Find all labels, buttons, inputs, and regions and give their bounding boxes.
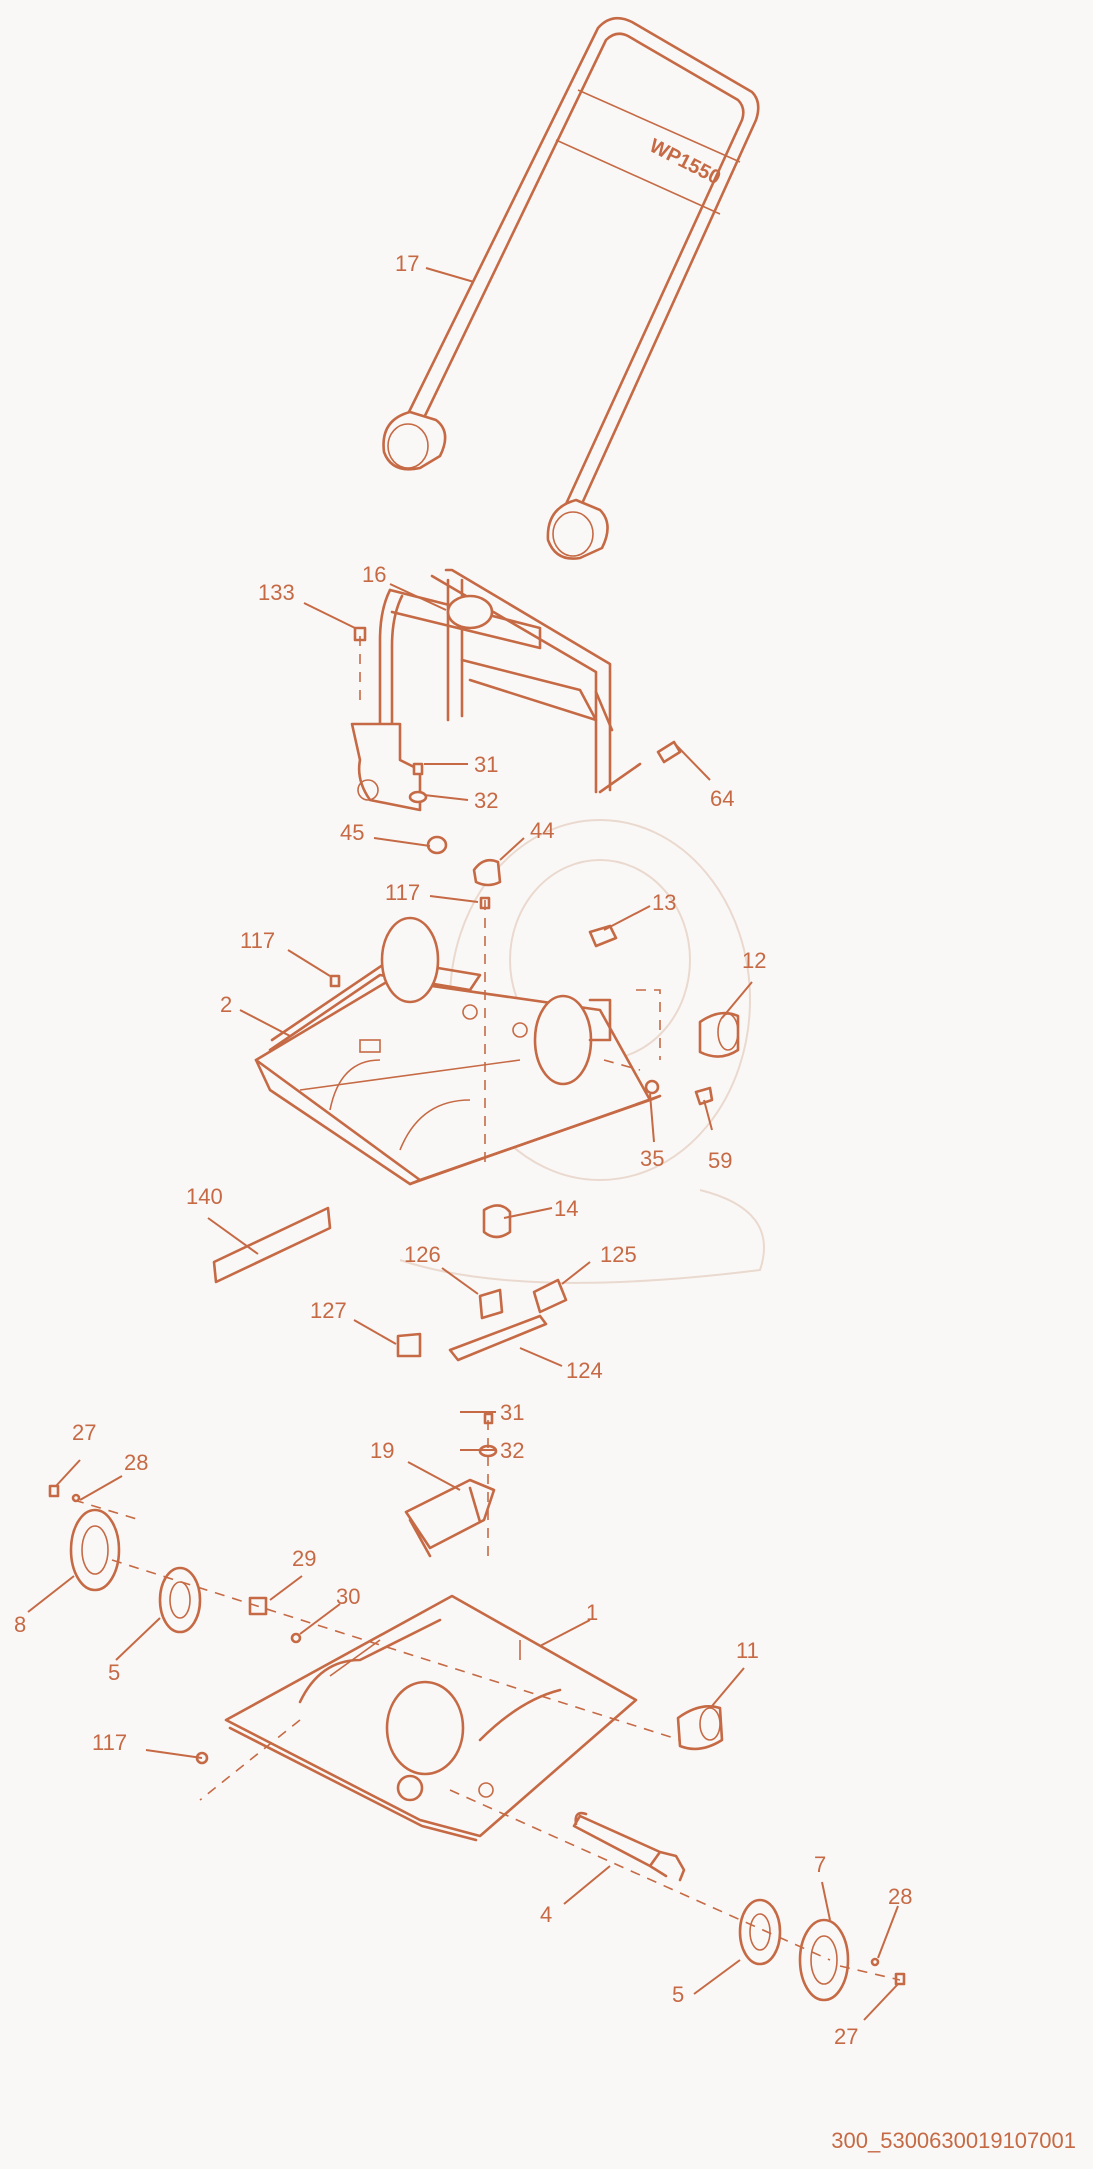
callout-45: 45 <box>340 820 364 845</box>
callout-1: 1 <box>586 1600 598 1625</box>
callout-5-left: 5 <box>108 1660 120 1685</box>
part-2-upper-frame <box>254 916 662 1186</box>
callout-117-upper: 117 <box>385 880 420 905</box>
callout-124: 124 <box>566 1358 603 1383</box>
callout-126: 126 <box>404 1242 441 1267</box>
callout-64: 64 <box>710 786 734 811</box>
callout-14: 14 <box>554 1196 578 1221</box>
part-19-bracket <box>404 1478 496 1558</box>
callout-117-lower: 117 <box>92 1730 127 1755</box>
callout-117-mid: 117 <box>240 928 275 953</box>
callout-30: 30 <box>336 1584 360 1609</box>
callout-32: 32 <box>474 788 498 813</box>
callout-7: 7 <box>814 1852 826 1877</box>
leader-lines <box>27 267 899 2021</box>
document-id: 300_5300630019107001 <box>831 2128 1076 2153</box>
callout-125: 125 <box>600 1242 637 1267</box>
callout-28-right: 28 <box>888 1884 912 1909</box>
hardware-small-parts <box>329 626 740 1106</box>
callout-31: 31 <box>474 752 498 777</box>
callout-12: 12 <box>742 948 766 973</box>
part-17-handle: WP1550 <box>382 16 760 560</box>
drive-parts <box>48 1484 906 2002</box>
part-16-handle-bracket <box>350 568 614 812</box>
callout-11: 11 <box>736 1638 759 1663</box>
callout-127: 127 <box>310 1298 347 1323</box>
callout-19: 19 <box>370 1438 394 1463</box>
callout-32-lower: 32 <box>500 1438 524 1463</box>
callout-140: 140 <box>186 1184 223 1209</box>
callout-44: 44 <box>530 818 554 843</box>
callout-59: 59 <box>708 1148 732 1173</box>
handle-brand-label: WP1550 <box>646 135 724 189</box>
part-1-base-plate <box>224 1594 638 1842</box>
callout-29: 29 <box>292 1546 316 1571</box>
assembly-lines <box>73 636 901 1981</box>
callout-31-lower: 31 <box>500 1400 524 1425</box>
callout-16: 16 <box>362 562 386 587</box>
part-140-strip <box>212 1206 332 1284</box>
callout-4: 4 <box>540 1902 552 1927</box>
callout-27-left: 27 <box>72 1420 96 1445</box>
callout-133: 133 <box>258 580 295 605</box>
callout-28-left: 28 <box>124 1450 148 1475</box>
callout-2: 2 <box>220 992 232 1017</box>
callout-17: 17 <box>395 251 419 276</box>
callout-5-right: 5 <box>672 1982 684 2007</box>
callout-35: 35 <box>640 1146 664 1171</box>
callout-27-right: 27 <box>834 2024 858 2049</box>
callout-8: 8 <box>14 1612 26 1637</box>
callout-labels: 17 16 133 31 32 64 45 44 117 13 117 12 2… <box>14 251 912 2049</box>
callout-13: 13 <box>652 890 676 915</box>
parts-124-127-pads <box>396 1278 568 1362</box>
part-14-rubber-mount <box>482 1204 512 1239</box>
